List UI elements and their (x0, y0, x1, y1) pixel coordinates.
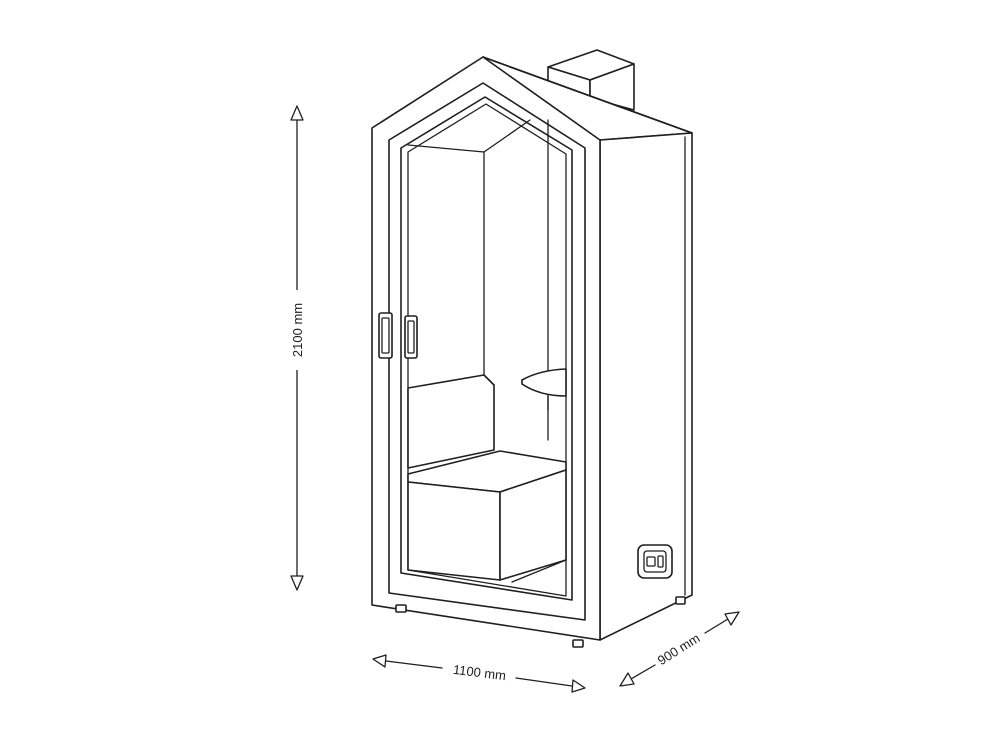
door-handle-left (378, 312, 393, 359)
feet (395, 596, 686, 648)
arrow-up-right-icon (724, 611, 740, 626)
arrow-down-left-icon (619, 672, 635, 687)
depth-label: 900 mm (655, 630, 703, 668)
width-label: 1100 mm (452, 662, 507, 683)
arrow-left-icon (372, 654, 387, 668)
booth-interior (407, 119, 567, 583)
height-label: 2100 mm (290, 303, 305, 357)
arrow-down-icon (290, 575, 304, 591)
depth-dimension: 900 mm (619, 611, 740, 687)
door-handle-right (404, 315, 418, 359)
power-outlet-icon (637, 544, 673, 579)
width-dimension: 1100 mm (372, 654, 586, 693)
arrow-right-icon (571, 679, 586, 693)
chimney (547, 49, 635, 111)
side-panel (599, 132, 693, 641)
arrow-up-icon (290, 105, 304, 121)
height-dimension: 2100 mm (288, 105, 306, 591)
